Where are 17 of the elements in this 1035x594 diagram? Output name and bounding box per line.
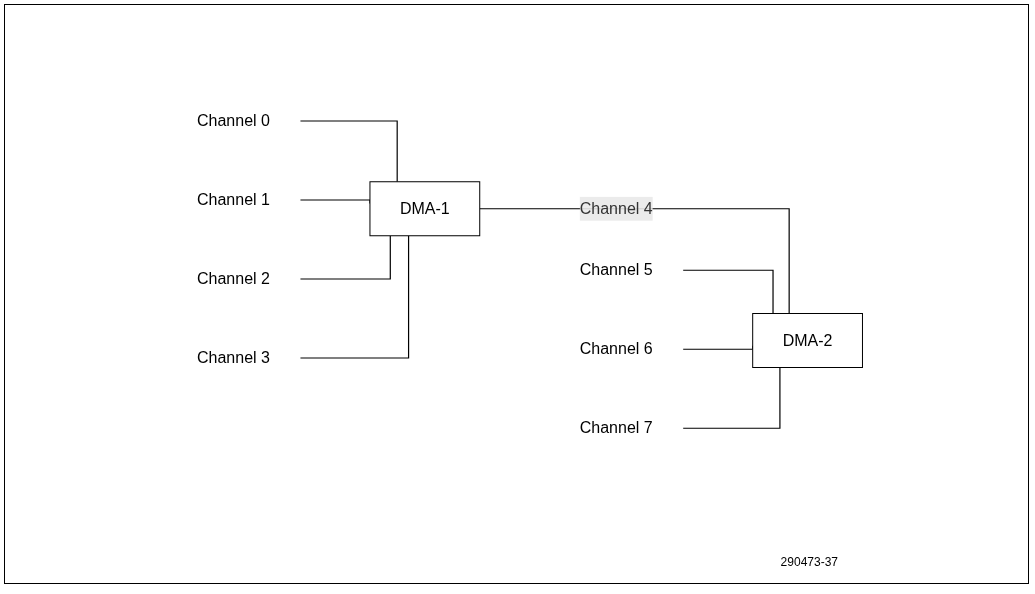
figure-number: 290473-37 [780,555,838,569]
connector [299,235,392,280]
node-text: Channel 6 [580,340,653,358]
node-text: Channel 5 [580,261,653,279]
edge-label: Channel 4 [580,200,653,218]
connector [479,208,790,315]
node-box: DMA-2 [752,313,864,369]
connector [299,235,410,359]
connector [299,120,399,183]
connector [682,270,774,315]
node-text: Channel 0 [197,112,271,130]
node-text: Channel 1 [197,191,271,209]
node-text: Channel 7 [580,419,653,437]
node-text: Channel 2 [197,270,271,288]
node-box: DMA-1 [369,181,481,237]
connector [682,367,781,430]
node-text: Channel 3 [197,349,271,367]
